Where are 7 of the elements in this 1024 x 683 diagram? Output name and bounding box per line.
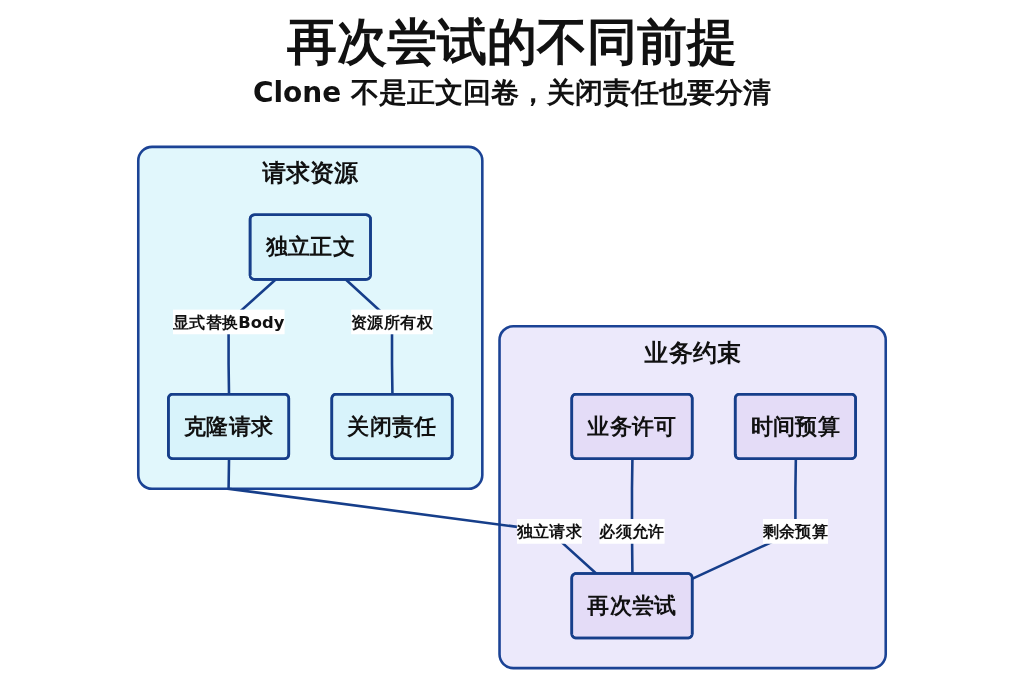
edge-label: 必须允许 [599, 521, 665, 541]
edge-label: 剩余预算 [762, 521, 829, 541]
edge-label: 显式替换Body [172, 312, 285, 331]
edge-label: 独立请求 [516, 521, 583, 541]
edge-label: 资源所有权 [351, 312, 433, 331]
subtitle-text: Clone 不是正文回卷，关闭责任也要分清 [252, 75, 772, 110]
diagram-title: 再次尝试的不同前提 [287, 14, 737, 72]
